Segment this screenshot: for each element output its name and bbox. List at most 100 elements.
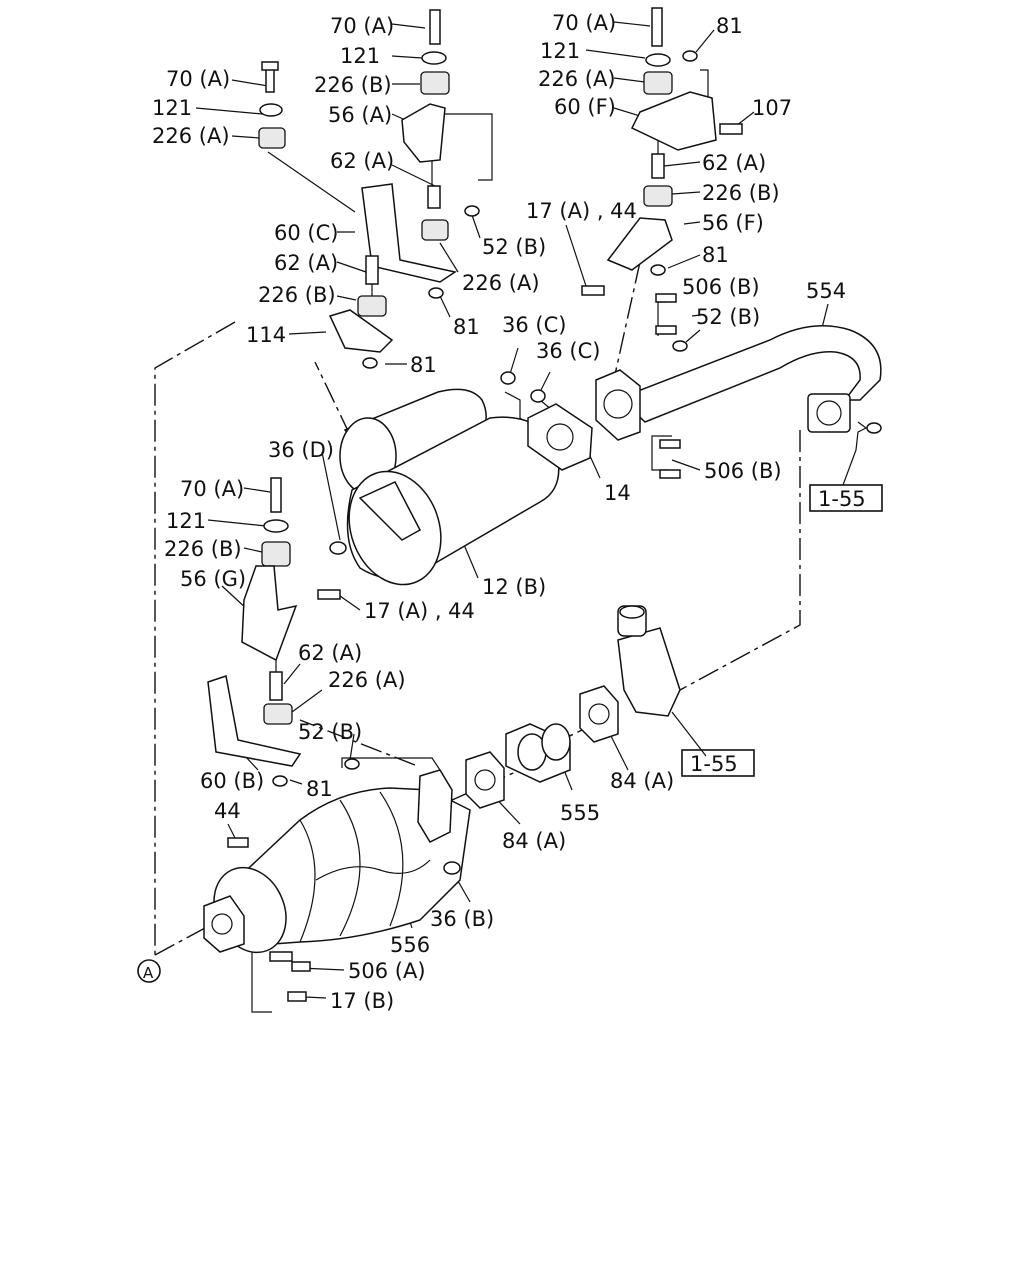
hanger-assembly-left [258, 61, 457, 369]
label-60b: 60 (B) [200, 769, 264, 793]
label-56g: 56 (G) [180, 567, 246, 591]
label-556: 556 [390, 933, 430, 957]
label-70a-4: 70 (A) [180, 477, 244, 501]
label-226a-2: 226 (A) [152, 124, 230, 148]
label-62a-2: 62 (A) [274, 251, 338, 275]
reference-box-1-55-bottom [681, 749, 755, 777]
pipe-flange [807, 393, 851, 433]
label-226a-3: 226 (A) [538, 67, 616, 91]
label-60c: 60 (C) [274, 221, 338, 245]
label-506b-2: 506 (B) [704, 459, 782, 483]
label-14: 14 [604, 481, 631, 505]
rubber-226b-left [357, 295, 387, 317]
label-44: 44 [214, 799, 241, 823]
collar-62a-left [365, 255, 379, 285]
label-226a-4: 226 (A) [328, 668, 406, 692]
label-70a-3: 70 (A) [552, 11, 616, 35]
reference-circle-a [137, 959, 161, 983]
hanger-assembly-center [401, 9, 480, 241]
label-226b-1: 226 (B) [314, 73, 392, 97]
label-554: 554 [806, 279, 846, 303]
label-121-4: 121 [166, 509, 206, 533]
label-70a-1: 70 (A) [330, 14, 394, 38]
label-52b-3: 52 (B) [298, 720, 362, 744]
nut-81-a [428, 287, 444, 299]
label-36c-2: 36 (C) [536, 339, 600, 363]
label-226a-1: 226 (A) [462, 271, 540, 295]
label-36b: 36 (B) [430, 907, 494, 931]
nut-pipe [866, 422, 882, 434]
bracket-60f [630, 91, 717, 151]
bracket-114 [328, 309, 394, 353]
label-62a-1: 62 (A) [330, 149, 394, 173]
label-84a-left: 84 (A) [502, 829, 566, 853]
catalyst-flange [417, 769, 453, 843]
label-36d: 36 (D) [268, 438, 334, 462]
label-81-5: 81 [306, 777, 333, 801]
nut-36d [329, 541, 347, 555]
rubber-226a-left [258, 127, 286, 149]
flex-joint-555 [465, 685, 619, 809]
part-labels: 70 (A) 121 226 (B) 56 (A) 62 (A) 52 (B) … [143, 11, 866, 1013]
label-17b: 17 (B) [330, 989, 394, 1013]
label-62a-3: 62 (A) [702, 151, 766, 175]
pipe-flange-front [595, 369, 641, 441]
label-84a-right: 84 (A) [610, 769, 674, 793]
bolt-17a-top [581, 285, 605, 296]
bracket-56g [241, 565, 298, 662]
label-56a: 56 (A) [328, 103, 392, 127]
bracket-56a [401, 103, 446, 163]
label-107: 107 [752, 96, 792, 120]
gasket-84a-left [465, 751, 505, 809]
label-1-55-bottom: 1-55 [690, 752, 738, 776]
label-70a-2: 70 (A) [166, 67, 230, 91]
label-81-3: 81 [716, 14, 743, 38]
label-ref-a: A [143, 964, 154, 982]
label-52b-2: 52 (B) [696, 305, 760, 329]
label-81-4: 81 [702, 243, 729, 267]
label-555: 555 [560, 801, 600, 825]
catalyst-556 [203, 769, 471, 1002]
bracket-56f [606, 217, 673, 271]
label-1-55-top: 1-55 [818, 487, 866, 511]
tail-pipe-554 [595, 293, 882, 479]
bolt-107 [719, 123, 743, 135]
muffler-12b [329, 371, 593, 586]
label-506a: 506 (A) [348, 959, 426, 983]
label-52b-1: 52 (B) [482, 235, 546, 259]
label-114: 114 [246, 323, 286, 347]
label-226b-4: 226 (B) [164, 537, 242, 561]
label-81-2: 81 [410, 353, 437, 377]
label-62a-4: 62 (A) [298, 641, 362, 665]
label-60f: 60 (F) [554, 95, 616, 119]
label-81-1: 81 [453, 315, 480, 339]
bolt-70a-center [429, 9, 441, 45]
label-12b: 12 (B) [482, 575, 546, 599]
bolt-70a-right [651, 7, 663, 47]
bracket-60b [207, 675, 302, 767]
label-36c-1: 36 (C) [502, 313, 566, 337]
nut-52b-top [464, 205, 480, 217]
label-121-3: 121 [540, 39, 580, 63]
hanger-assembly-mid [207, 477, 360, 787]
nut-81-b [362, 357, 378, 369]
nut-36b [443, 861, 461, 875]
label-226b-2: 226 (B) [258, 283, 336, 307]
gasket-14 [527, 403, 593, 471]
reference-box-1-55-top [809, 484, 883, 512]
inlet-flange [203, 895, 245, 953]
label-17a-44-1: 17 (A) , 44 [526, 199, 637, 223]
washer-121-left [259, 103, 283, 117]
label-121-2: 121 [152, 96, 192, 120]
label-56f: 56 (F) [702, 211, 764, 235]
muffler-bracket [358, 481, 422, 541]
label-226b-3: 226 (B) [702, 181, 780, 205]
sensor-unit [617, 605, 681, 717]
gasket-84a-right [579, 685, 619, 743]
label-121-1: 121 [340, 44, 380, 68]
label-506b-1: 506 (B) [682, 275, 760, 299]
label-17a-44-2: 17 (A) , 44 [364, 599, 475, 623]
hanger-assembly-right [581, 7, 743, 296]
